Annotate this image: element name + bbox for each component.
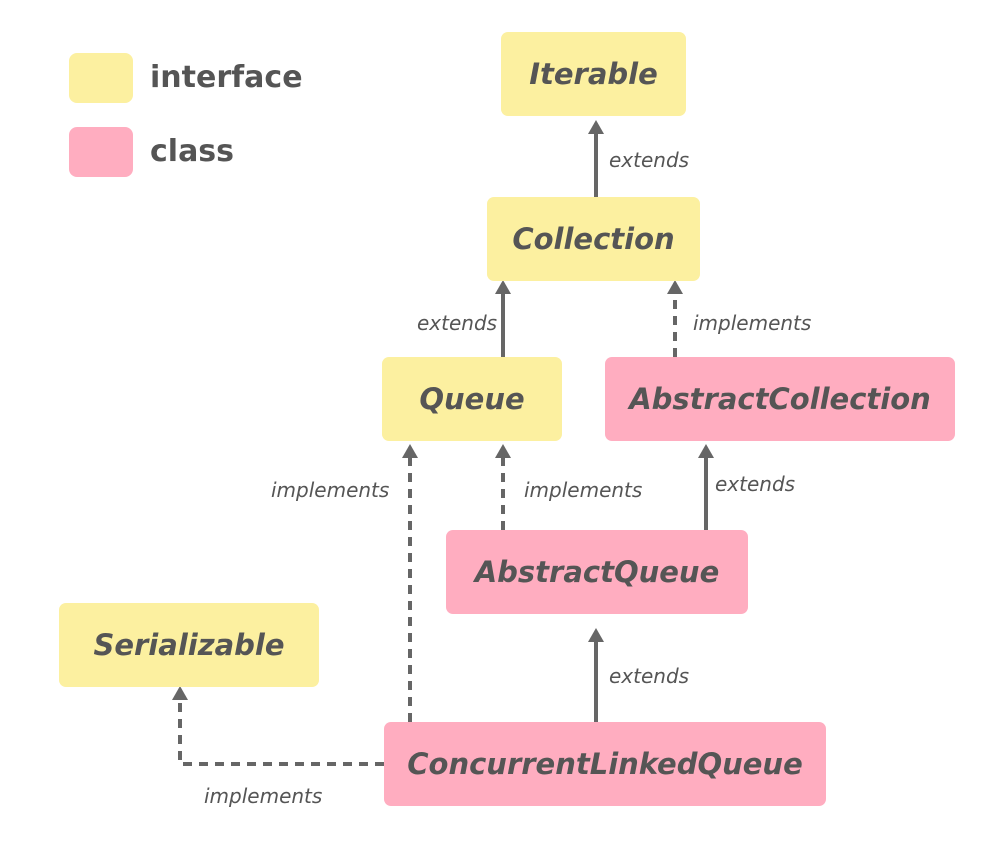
node-abstract-collection: AbstractCollection: [605, 357, 955, 441]
edge-clq-serializable: [178, 700, 384, 766]
node-collection: Collection: [487, 197, 700, 281]
arrowhead-iterable: [588, 120, 604, 134]
arrowhead-collection-right: [667, 280, 683, 294]
legend-class-label: class: [150, 134, 235, 169]
node-abstract-queue: AbstractQueue: [446, 530, 748, 614]
edge-label-abstractcollection-collection: implements: [693, 311, 812, 335]
arrowhead-collection-left: [495, 280, 511, 294]
edge-label-abstractqueue-abstractcollection: extends: [715, 472, 796, 496]
legend-interface-swatch: [69, 53, 133, 103]
edge-label-abstractqueue-queue: implements: [524, 478, 643, 502]
arrowhead-abstractqueue: [588, 628, 604, 642]
arrowhead-serializable: [172, 686, 188, 700]
node-queue: Queue: [382, 357, 562, 441]
edge-label-collection-iterable: extends: [609, 148, 690, 172]
edge-label-clq-abstractqueue: extends: [609, 664, 690, 688]
arrowhead-abstractcollection: [698, 444, 714, 458]
node-concurrent-linked-queue: ConcurrentLinkedQueue: [384, 722, 826, 806]
arrowhead-queue-right: [495, 444, 511, 458]
edge-label-clq-queue: implements: [271, 478, 390, 502]
arrowhead-queue-left: [402, 444, 418, 458]
node-serializable: Serializable: [59, 603, 319, 687]
edge-label-queue-collection: extends: [417, 311, 498, 335]
edge-label-clq-serializable: implements: [204, 784, 323, 808]
legend-interface-label: interface: [150, 60, 303, 95]
node-iterable: Iterable: [501, 32, 686, 116]
legend-class-swatch: [69, 127, 133, 177]
